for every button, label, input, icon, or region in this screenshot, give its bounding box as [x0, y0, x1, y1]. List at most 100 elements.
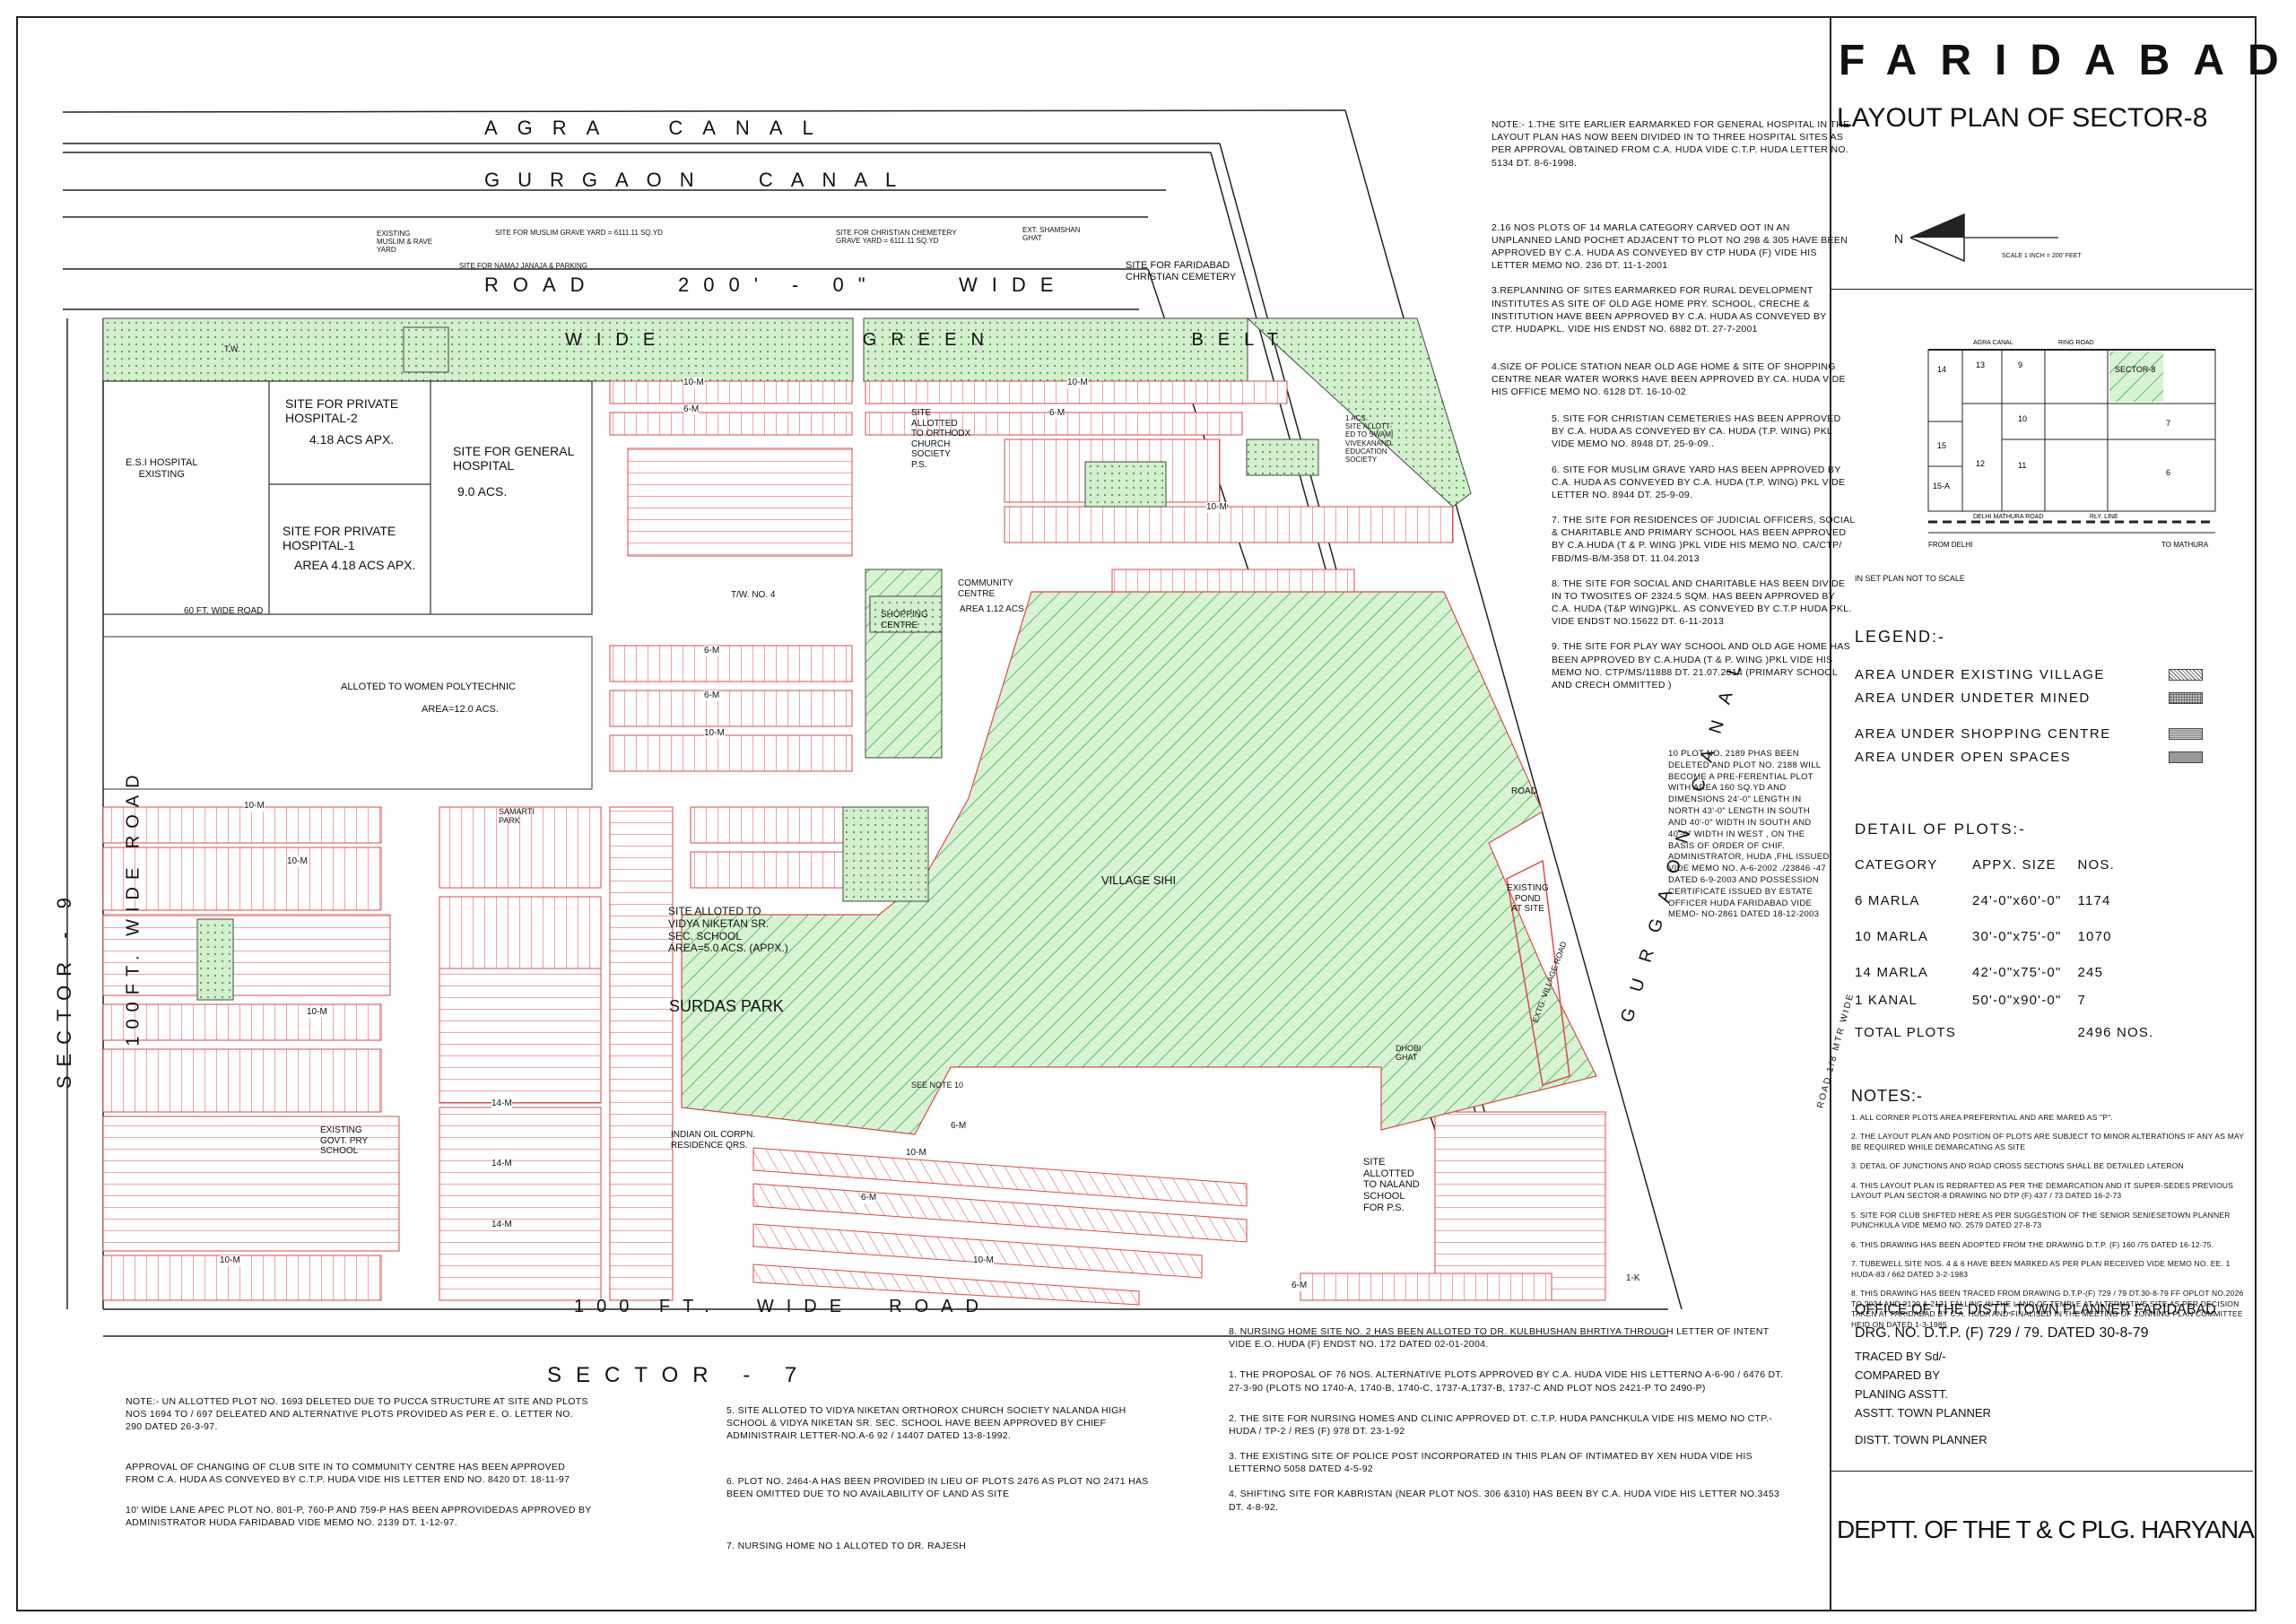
legend-item-open-space: AREA UNDER OPEN SPACES [1855, 745, 2231, 769]
office-separator [1831, 1471, 2253, 1472]
plot-label-10m: 10-M [287, 856, 308, 867]
bottom-note-right-1: 8. NURSING HOME SITE NO. 2 HAS BEEN ALLO… [1229, 1326, 1770, 1350]
plot-label-6m: 6-M [861, 1193, 877, 1203]
header-nos: NOS. [2077, 857, 2115, 873]
key-to-mathura: TO MATHURA [2161, 541, 2209, 549]
plot-label-6m: 6-M [704, 690, 720, 701]
bottom-note-left-1: NOTE:- UN ALLOTTED PLOT NO. 1693 DELETED… [126, 1396, 588, 1433]
bottom-note-right-3: 2. THE SITE FOR NURSING HOMES AND CLINIC… [1229, 1412, 1773, 1437]
esi-hospital-label: E.S.I HOSPITAL EXISTING [126, 457, 198, 480]
office-line: TRACED BY Sd/- [1855, 1350, 1946, 1364]
muslim-grave-site: SITE FOR MUSLIM GRAVE YARD = 6111.11 SQ.… [495, 229, 663, 237]
top-note-5: 5. SITE FOR CHRISTIAN CEMETERIES HAS BEE… [1552, 413, 1841, 450]
muslim-grave-existing: EXISTING MUSLIM & RAVE YARD [377, 230, 433, 255]
naland-school-label: SITE ALLOTTED TO NALAND SCHOOL FOR P.S. [1363, 1157, 1420, 1213]
bottom-note-mid-1: 5. SITE ALLOTED TO VIDYA NIKETAN ORTHORO… [726, 1405, 1126, 1442]
grid-swatch-icon [2169, 727, 2203, 740]
existing-pond-label: EXISTING POND AT SITE [1507, 883, 1549, 914]
title-block-divider [1830, 16, 1831, 1610]
cell-nos: 1174 [2077, 893, 2111, 908]
plan-subtitle: LAYOUT PLAN OF SECTOR-8 [1837, 103, 2208, 133]
key-12: 12 [1976, 459, 1985, 468]
top-note-8: 8. THE SITE FOR SOCIAL AND CHARITABLE HA… [1552, 578, 1852, 628]
key-15: 15 [1937, 441, 1946, 450]
plot-label-10m: 10-M [683, 378, 704, 388]
dots-swatch-icon [2169, 691, 2203, 704]
private-hospital-1-label: SITE FOR PRIVATE HOSPITAL-1 [283, 524, 396, 553]
north-label: N [1894, 231, 1904, 246]
vivekanand-site: 1 ACS. SITE ALLOTT- ED TO SWAMI VIVEKANA… [1345, 414, 1394, 464]
surdas-park-label: SURDAS PARK [669, 997, 784, 1015]
bottom-note-left-2: APPROVAL OF CHANGING OF CLUB SITE IN TO … [126, 1461, 570, 1485]
community-centre-area: AREA 1.12 ACS [960, 604, 1024, 614]
office-line: PLANING ASSTT. [1855, 1386, 1949, 1401]
key-map-caption: IN SET PLAN NOT TO SCALE [1855, 574, 1965, 583]
side-note-5: 5. SITE FOR CLUB SHIFTED HERE AS PER SUG… [1851, 1210, 2231, 1230]
header-category: CATEGORY [1855, 857, 1938, 873]
side-note-4: 4. THIS LAYOUT PLAN IS REDRAFTED AS PER … [1851, 1180, 2234, 1201]
legend-label: AREA UNDER UNDETER MINED [1855, 690, 2091, 706]
govt-school-label: EXISTING GOVT. PRY SCHOOL [320, 1125, 369, 1156]
diagonal-plots [752, 1147, 1248, 1306]
legend-item-shopping: AREA UNDER SHOPPING CENTRE [1855, 722, 2231, 745]
key-6: 6 [2166, 468, 2170, 477]
road-60-label: 60 FT. WIDE ROAD [184, 606, 264, 616]
header-size: APPX. SIZE [1971, 857, 2057, 873]
key-15a: 15-A [1933, 482, 1950, 491]
top-note-7: 7. THE SITE FOR RESIDENCES OF JUDICIAL O… [1552, 515, 1856, 564]
legend-label: AREA UNDER SHOPPING CENTRE [1855, 725, 2111, 742]
legend-label: AREA UNDER EXISTING VILLAGE [1855, 666, 2105, 682]
side-note-2: 2. THE LAYOUT PLAN AND POSITION OF PLOTS… [1851, 1132, 2244, 1151]
plot-label-10m: 10-M [973, 1255, 994, 1266]
legend-label: AREA UNDER OPEN SPACES [1855, 749, 2072, 765]
bottom-note-mid-3: 7. NURSING HOME NO 1 ALLOTED TO DR. RAJE… [726, 1540, 967, 1551]
polytechnic-block [102, 636, 593, 790]
top-note-4: 4.SIZE OF POLICE STATION NEAR OLD AGE HO… [1492, 361, 1846, 398]
cell-size: 24'-0"x60'-0" [1971, 893, 2062, 908]
shamshan-ghat: EXT. SHAMSHAN GHAT [1022, 226, 1081, 243]
green-parks [196, 439, 1319, 1001]
key-14: 14 [1937, 365, 1946, 374]
hatch-swatch-icon [2169, 668, 2203, 681]
total-row: TOTAL PLOTS 2496 NOS. [1855, 1014, 2170, 1046]
private-hospital-1-area: AREA 4.18 ACS APX. [294, 558, 416, 572]
plot-label-6m: 6-M [704, 646, 720, 656]
title-separator [1831, 289, 2253, 290]
plot-label-6m: 6-M [683, 404, 700, 415]
top-notes-b: 5. SITE FOR CHRISTIAN CEMETERIES HAS BEE… [1552, 413, 1857, 704]
key-from-delhi: FROM DELHI [1928, 541, 1972, 549]
side-note-6: 6. THIS DRAWING HAS BEEN ADOPTED FROM TH… [1851, 1239, 2214, 1249]
plot-details-title: DETAIL OF PLOTS:- [1855, 821, 2026, 838]
top-note-6: 6. SITE FOR MUSLIM GRAVE YARD HAS BEEN A… [1552, 464, 1846, 500]
bottom-notes-left: NOTE:- UN ALLOTTED PLOT NO. 1693 DELETED… [126, 1395, 592, 1541]
cell-nos: 245 [2077, 965, 2104, 980]
cell-category: 10 MARLA [1855, 929, 1929, 944]
plot-details-table: CATEGORY APPX. SIZE NOS. 6 MARLA 24'-0"x… [1855, 851, 2170, 1046]
top-note-10-block: 10 PLOT NO. 2189 PHAS BEEN DELETED AND P… [1668, 749, 1830, 934]
side-note-1: 1. ALL CORNER PLOTS AREA PREFERNTIAL AND… [1851, 1113, 2113, 1122]
key-13: 13 [1976, 360, 1985, 369]
key-agra-canal: AGRA CANAL [1973, 340, 2013, 346]
department-name: DEPTT. OF THE T & C PLG. HARYANA [1837, 1515, 2255, 1543]
top-note-9: 9. THE SITE FOR PLAY WAY SCHOOL AND OLD … [1552, 641, 1851, 690]
plot-label-14m: 14-M [491, 1099, 512, 1109]
plot-label-10m: 10-M [220, 1255, 240, 1266]
side-notes: NOTES:- 1. ALL CORNER PLOTS AREA PREFERN… [1851, 1087, 2246, 1339]
plot-label-10m: 10-M [704, 728, 725, 739]
tw-label: T.W. [224, 344, 240, 353]
general-hospital-area: 9.0 ACS. [457, 484, 508, 499]
bottom-note-right-2: 1. THE PROPOSAL OF 76 NOS. ALTERNATIVE P… [1229, 1369, 1784, 1394]
bottom-note-mid-2: 6. PLOT NO. 2464-A HAS BEEN PROVIDED IN … [726, 1475, 1149, 1499]
key-7: 7 [2166, 419, 2170, 428]
top-note-10: 10 PLOT NO. 2189 PHAS BEEN DELETED AND P… [1668, 749, 1830, 920]
side-note-8: 8. THIS DRAWING HAS BEEN TRACED FROM DRA… [1851, 1289, 2244, 1329]
office-line: DRG. NO. D.T.P. (F) 729 / 79. DATED 30-8… [1855, 1324, 2149, 1341]
north-arrow-icon [1910, 213, 2058, 263]
left-road-label: 100FT. WIDE ROAD [123, 768, 144, 1046]
cell-size: 42'-0"x75'-0" [1971, 965, 2062, 980]
sector-7-label: SECTOR - 7 [547, 1363, 812, 1387]
city-title: FARIDABAD [1839, 37, 2296, 84]
top-notes: NOTE:- 1.THE SITE EARLIER EARMARKED FOR … [1492, 118, 1850, 412]
key-rly-line: RLY. LINE [2090, 514, 2118, 520]
plot-label-14m: 14-M [491, 1159, 512, 1169]
